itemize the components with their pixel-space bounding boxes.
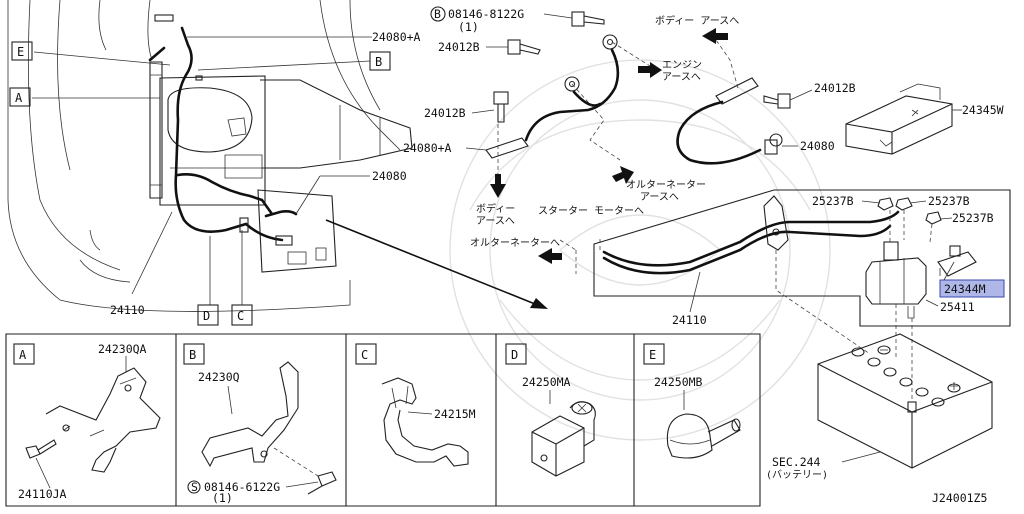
detail-B-letter: B (189, 348, 196, 362)
bolt-top-label: B 08146-8122G (1) (430, 6, 573, 34)
detail-E: E 24250MB (643, 343, 741, 459)
ref-letter-C: C (237, 309, 244, 323)
battery-sec244 (817, 333, 993, 469)
terminal-24344M (937, 245, 977, 277)
bolt-24012B-c (763, 93, 791, 109)
battery-cable-box (593, 189, 1011, 400)
note-alternator: オルターネーターへ (470, 237, 560, 249)
detail-A-part: 24230QA (98, 342, 147, 356)
label-bolt-qty: (1) (458, 20, 479, 34)
note-body-ground: ボディー アースへ (655, 14, 739, 27)
detail-C-part: 24215M (434, 407, 476, 421)
note-alt-ground-1: オルターネーター (626, 179, 706, 191)
diagram-id: J24001Z5 (932, 491, 987, 505)
detail-D-letter: D (511, 348, 518, 362)
ref-box-C: C (231, 304, 253, 326)
label-24080-right: 24080 (800, 139, 835, 153)
label-25237B-1: 25237B (812, 194, 854, 208)
ground-cables-assembly (485, 11, 791, 274)
note-engine-ground-2: アースへ (662, 72, 701, 83)
ref-box-D: D (197, 304, 219, 326)
note-engine-ground-1: エンジン (662, 60, 702, 71)
label-24012B-3: 24012B (814, 81, 856, 95)
detail-panels-frame (5, 333, 761, 507)
ref-letter-D: D (203, 309, 210, 323)
label-24344M: 24344M (944, 282, 986, 296)
detail-D: D 24250MA (505, 343, 596, 477)
ref-letter-B: B (375, 55, 382, 69)
label-24080-left: 24080 (372, 169, 407, 183)
detail-E-letter: E (649, 348, 656, 362)
detail-E-part: 24250MB (654, 375, 703, 389)
detail-A: A 24230QA 24110JA (13, 342, 161, 501)
nut-25237B-2 (895, 197, 913, 211)
nut-25237B-3 (925, 211, 942, 225)
note-body-ground2-1: ボディー (476, 202, 515, 215)
label-08146-8122G: 08146-8122G (448, 7, 524, 21)
label-25237B-2: 25237B (928, 194, 970, 208)
label-24012B-1: 24012B (438, 40, 480, 54)
detail-D-part: 24250MA (522, 375, 571, 389)
bolt-24012B-b (493, 91, 509, 123)
note-starter: スターター モーターへ (538, 205, 644, 217)
ref-letter-E: E (17, 45, 24, 59)
nut-25237B-1 (877, 197, 894, 211)
label-24110-right: 24110 (672, 313, 707, 327)
detail-B-extra-qty: (1) (212, 491, 233, 505)
ref-box-B: B (369, 51, 391, 71)
fusible-link-25411 (865, 241, 927, 319)
ref-box-E: E (11, 41, 33, 61)
direction-arrows (490, 28, 728, 264)
highlight-24344M (939, 279, 1005, 298)
watermark-emblem (449, 59, 831, 441)
detail-C: C 24215M (355, 343, 476, 467)
label-sec244-sub: (バッテリー) (766, 469, 828, 481)
label-24080A-top: 24080+A (372, 30, 421, 44)
ref-box-A: A (9, 87, 31, 107)
ref-letter-A: A (15, 91, 23, 105)
detail-A-letter: A (19, 348, 27, 362)
label-sec244: SEC.244 (772, 455, 821, 469)
left-leader-lines (32, 36, 372, 305)
zoom-arrow (325, 219, 548, 309)
detail-B-part: 24230Q (198, 370, 240, 384)
detail-A-extra: 24110JA (18, 487, 67, 501)
label-24110-left: 24110 (110, 303, 145, 317)
label-24012B-2: 24012B (424, 106, 466, 120)
detail-B-extra-prefix: S (191, 480, 198, 494)
label-24345W: 24345W (962, 103, 1004, 117)
bolt-top-prefix: B (434, 7, 441, 21)
detail-B: B 24230Q S 08146-6122G (1) (183, 343, 337, 505)
detail-C-letter: C (361, 348, 368, 362)
detail-B-extra: 08146-6122G (204, 480, 280, 494)
bolt-24012B-a (507, 39, 541, 55)
label-24080A-mid: 24080+A (403, 141, 452, 155)
label-25411: 25411 (940, 300, 975, 314)
note-body-ground2-2: アースへ (476, 216, 515, 227)
cover-24345W (845, 83, 962, 155)
vehicle-engine-bay (7, 0, 413, 312)
label-25237B-3: 25237B (952, 211, 994, 225)
bolt-08146-8122G (571, 11, 605, 27)
note-alt-ground-2: アースへ (640, 192, 679, 203)
